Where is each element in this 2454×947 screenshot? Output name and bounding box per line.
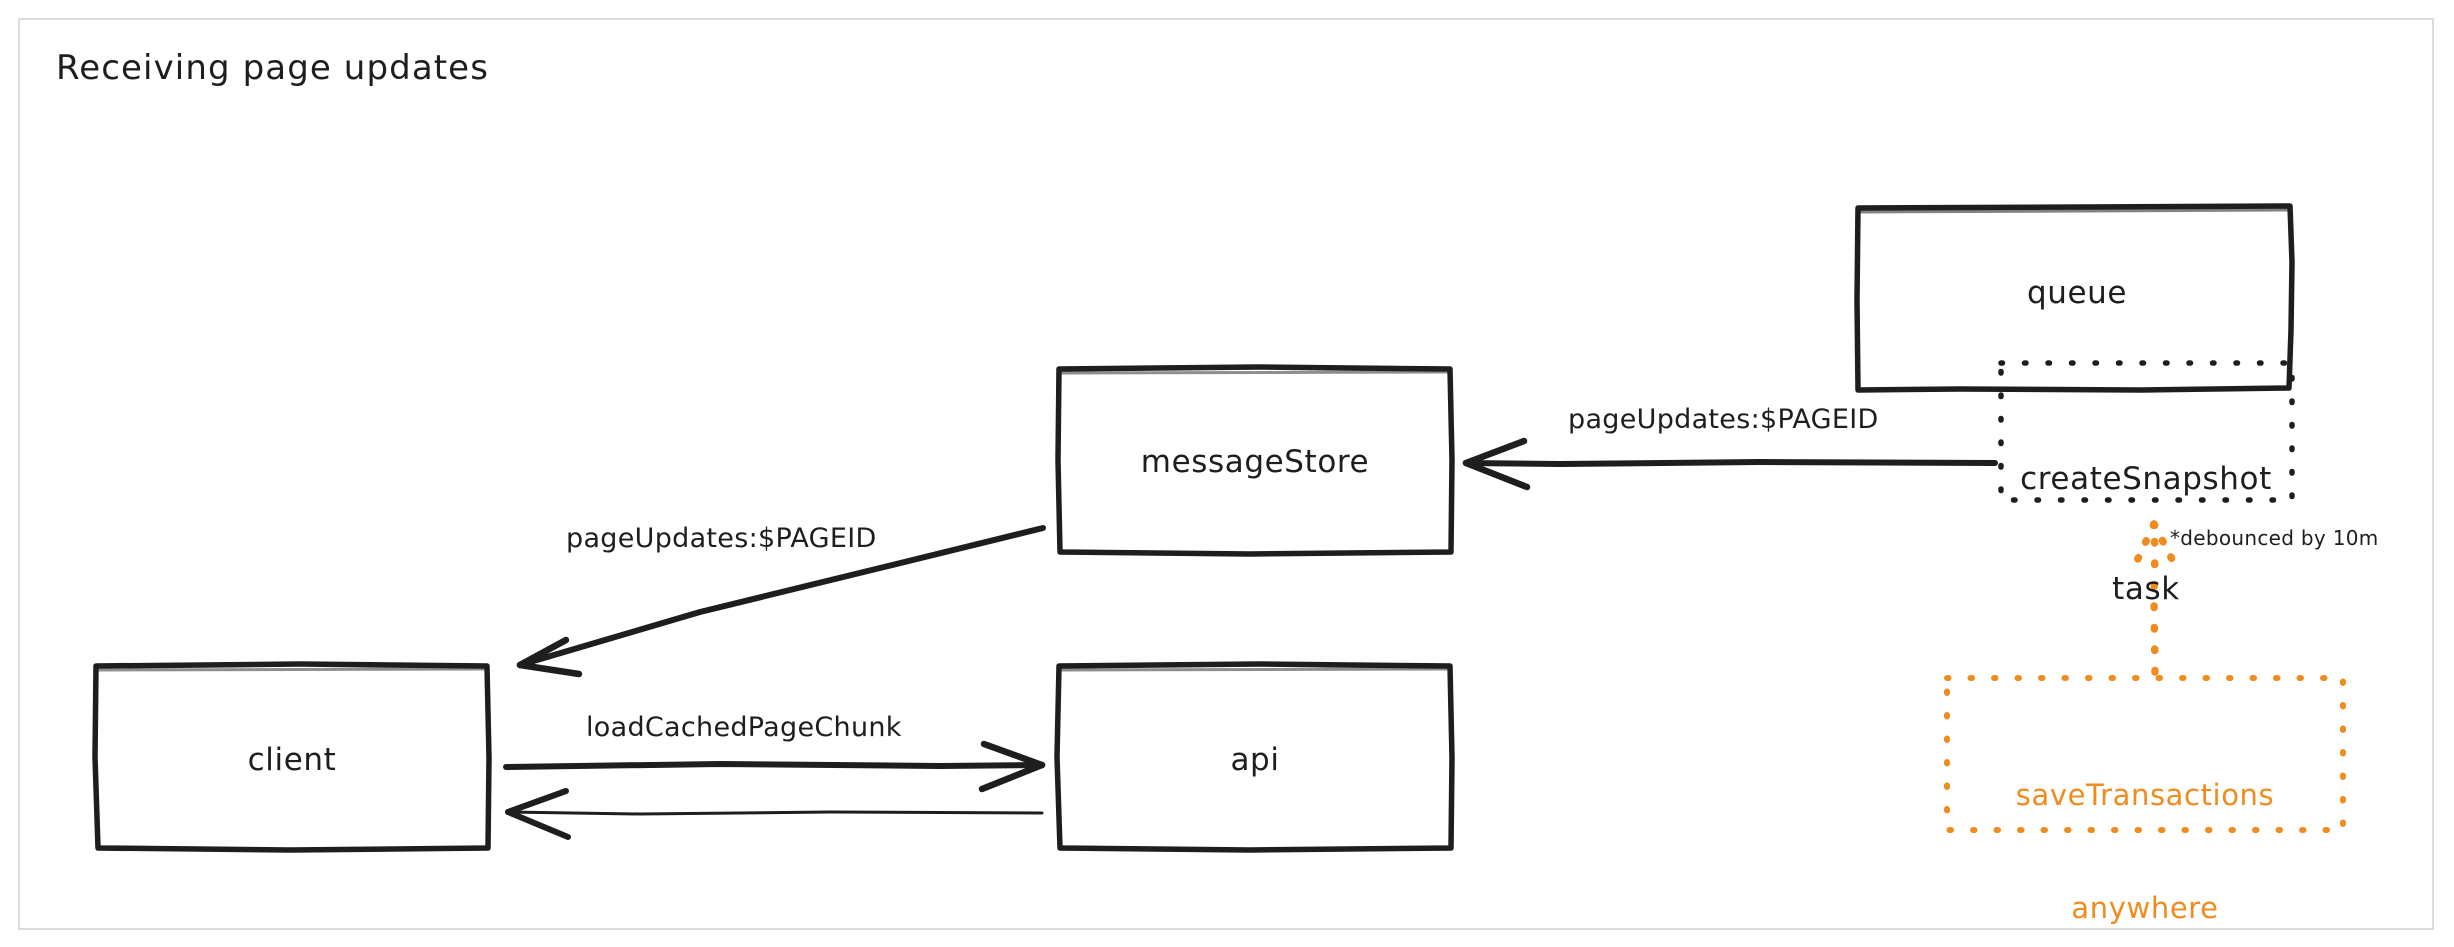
node-label-createsnapshot-line1: createSnapshot [2020, 461, 2272, 498]
node-label-savetransactions: saveTransactions anywhere [1945, 702, 2345, 947]
page-title: Receiving page updates [56, 48, 490, 88]
edge-label-loadcachedpagechunk: loadCachedPageChunk [586, 712, 902, 743]
node-client-shape[interactable] [92, 661, 492, 853]
node-savetransactions-shape[interactable] [1944, 675, 2346, 833]
edge-api-to-client[interactable] [505, 788, 1044, 840]
node-label-client: client [247, 742, 337, 778]
node-label-createsnapshot: createSnapshot task [2000, 388, 2292, 681]
edge-messagestore-to-client[interactable] [516, 525, 1046, 678]
node-label-savetransactions-line2: anywhere [2071, 891, 2219, 926]
edge-task-to-messagestore[interactable] [1462, 437, 1998, 491]
node-label-createsnapshot-line2: task [2112, 570, 2180, 607]
node-label-queue: queue [2026, 275, 2128, 311]
edge-client-to-api[interactable] [503, 740, 1046, 793]
edge-savetransactions-to-task[interactable] [2132, 520, 2178, 676]
node-label-savetransactions-line1: saveTransactions [2015, 778, 2275, 813]
node-label-api: api [1230, 742, 1280, 778]
node-api-shape[interactable] [1054, 661, 1455, 853]
node-queue-shape[interactable] [1854, 203, 2295, 393]
note-debounced: *debounced by 10m [2170, 526, 2379, 550]
node-messagestore-shape[interactable] [1055, 364, 1455, 557]
node-label-messagestore: messageStore [1140, 444, 1370, 480]
edge-label-pageupdates-task: pageUpdates:$PAGEID [1568, 404, 1879, 435]
edge-label-pageupdates-client: pageUpdates:$PAGEID [566, 523, 877, 554]
